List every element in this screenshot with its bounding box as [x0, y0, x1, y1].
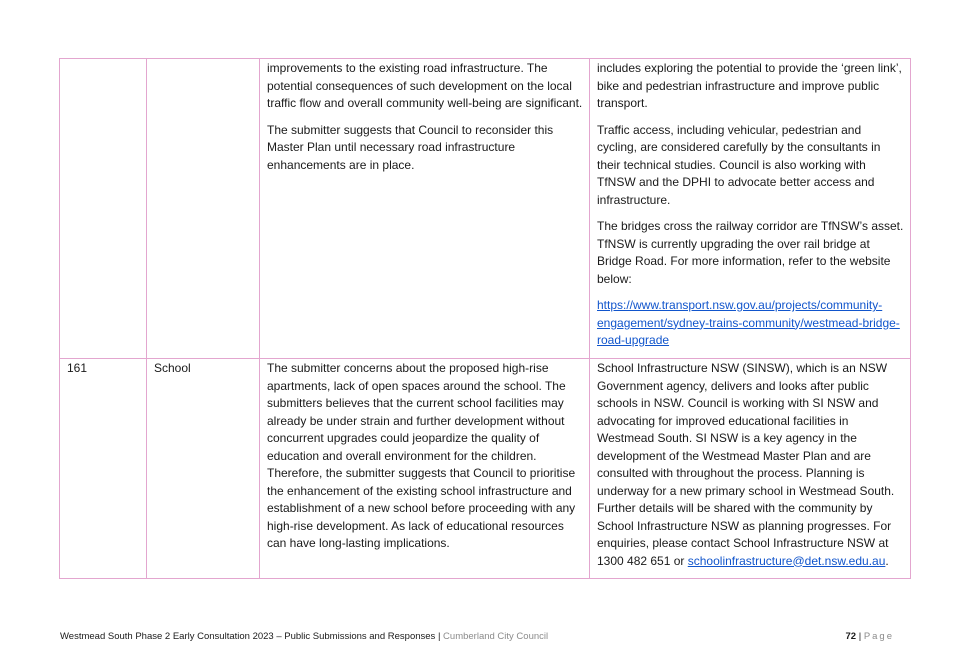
response-paragraph: The bridges cross the railway corridor a… — [597, 219, 904, 286]
response-paragraph: includes exploring the potential to prov… — [597, 61, 902, 110]
response-cell: includes exploring the potential to prov… — [589, 58, 911, 359]
response-paragraph: Traffic access, including vehicular, ped… — [597, 122, 881, 207]
page-footer: Westmead South Phase 2 Early Consultatio… — [60, 631, 894, 642]
footer-page-number: 72 | Page — [845, 631, 894, 642]
submission-id-cell — [59, 58, 147, 359]
submission-cell: The submitter concerns about the propose… — [259, 358, 590, 579]
submissions-table: improvements to the existing road infras… — [59, 58, 911, 579]
page-number: 72 — [845, 631, 857, 642]
theme-cell — [146, 58, 260, 359]
submission-paragraph: The submitter concerns about the propose… — [267, 361, 576, 550]
submission-paragraph: The submitter suggests that Council to r… — [267, 122, 554, 172]
theme-cell: School — [146, 358, 260, 579]
response-paragraph: School Infrastructure NSW (SINSW), which… — [597, 360, 904, 570]
footer-doc-title: Westmead South Phase 2 Early Consultatio… — [60, 631, 436, 642]
submission-id-cell: 161 — [59, 358, 147, 579]
response-link-paragraph: https://www.transport.nsw.gov.au/project… — [597, 297, 904, 350]
footer-separator: | — [437, 631, 441, 642]
response-text: School Infrastructure NSW (SINSW), which… — [597, 361, 895, 568]
response-end: . — [885, 553, 889, 568]
transport-nsw-link[interactable]: https://www.transport.nsw.gov.au/project… — [597, 298, 900, 347]
school-infrastructure-email-link[interactable]: schoolinfrastructure@det.nsw.edu.au — [687, 553, 886, 568]
submission-cell: improvements to the existing road infras… — [259, 58, 590, 359]
table-row: 161 School The submitter concerns about … — [59, 358, 911, 579]
page-separator: | — [858, 631, 862, 642]
submission-paragraph: improvements to the existing road infras… — [267, 61, 583, 110]
response-cell: School Infrastructure NSW (SINSW), which… — [589, 358, 911, 579]
page-word: Page — [863, 631, 894, 642]
table-row: improvements to the existing road infras… — [59, 58, 911, 359]
footer-council-name: Cumberland City Council — [443, 631, 549, 642]
